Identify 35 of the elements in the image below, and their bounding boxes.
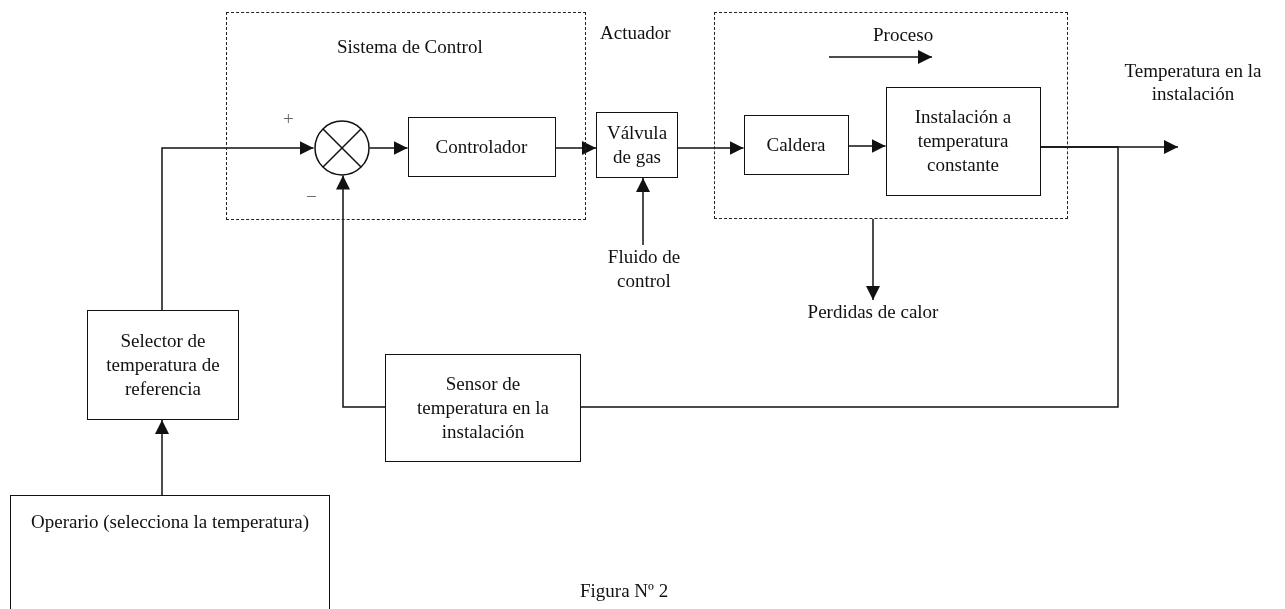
arrow (368, 141, 409, 155)
arrow (336, 174, 386, 408)
group-title: Proceso (873, 23, 934, 47)
block-caption: Actuador (600, 22, 671, 45)
minus-sign: − (306, 186, 317, 209)
box-label: Selector de temperatura de referencia (105, 329, 221, 401)
arrow (161, 141, 315, 311)
process-box (407, 116, 556, 177)
arrow (847, 139, 887, 153)
summing-junction-symbol (313, 119, 370, 176)
process-box (385, 354, 581, 462)
group-title: Sistema de Control (337, 35, 483, 59)
dashed-group-frame (226, 12, 586, 220)
plus-sign: + (283, 108, 294, 131)
arrow (677, 141, 745, 155)
process-box (596, 112, 678, 178)
dashed-group-frame (714, 12, 1068, 219)
arrow (866, 218, 880, 301)
output-label: Perdidas de calor (807, 300, 939, 324)
input-label: Fluido de control (606, 245, 682, 293)
process-box (743, 114, 849, 175)
box-label: Caldera (765, 132, 827, 157)
box-label: Controlador (434, 134, 529, 159)
box-label: Válvula de gas (605, 121, 669, 169)
process-box (10, 495, 330, 609)
arrow (636, 177, 650, 246)
box-label: Operario (selecciona la temperatura) (30, 510, 310, 534)
box-label: Instalación a temperatura constante (913, 105, 1013, 177)
box-label: Sensor de temperatura en la instalación (416, 372, 550, 444)
process-box (885, 86, 1041, 196)
figure-caption: Figura Nº 2 (580, 580, 669, 603)
process-box (87, 310, 239, 420)
arrow (155, 419, 169, 496)
connector-line (580, 146, 1119, 408)
arrow (554, 141, 597, 155)
